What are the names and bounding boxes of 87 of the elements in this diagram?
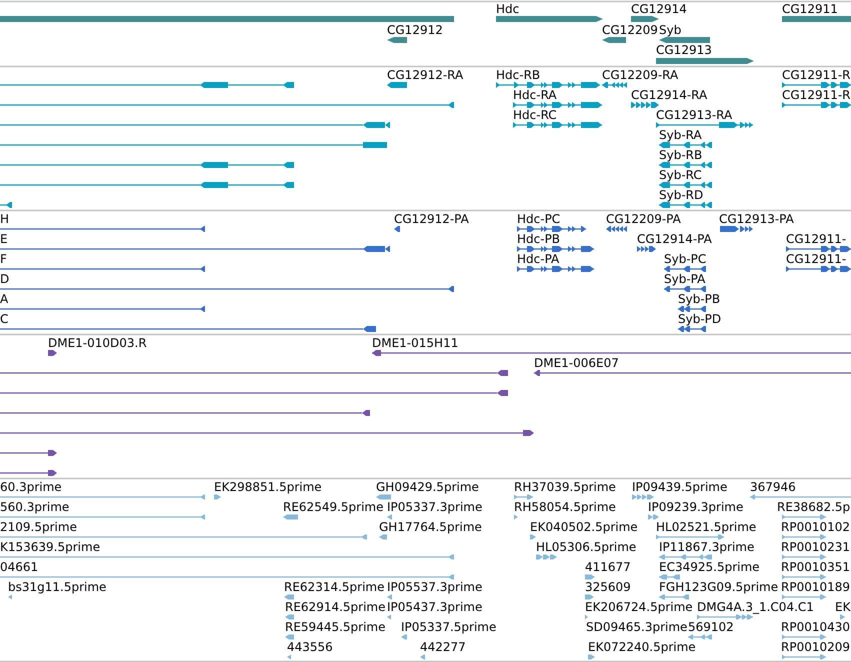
feature-label: DME1-006E07 <box>534 356 619 370</box>
feature-label: GH17764.5prime <box>379 520 482 534</box>
feature-label: RH37039.5prime <box>514 480 616 494</box>
feature-label: RP0010351 <box>781 560 850 574</box>
feature-label: Syb-RA <box>659 128 702 142</box>
feature-label: Syb-PC <box>664 252 706 266</box>
feature-label: F <box>0 252 7 266</box>
feature-label: IP05337.5prime <box>401 620 496 634</box>
feature-label: Syb-PA <box>664 272 706 286</box>
feature-label: HL02521.5prime <box>656 520 756 534</box>
feature-label: Syb-PD <box>678 312 722 326</box>
feature-label: Syb-RD <box>659 188 704 202</box>
feature-label: SD09465.3prime <box>586 620 688 634</box>
feature-label: RP0010102 <box>781 520 850 534</box>
feature-label: CG12911-R <box>782 68 851 82</box>
feature-label: RE62914.5prime <box>285 600 386 614</box>
feature-label: D <box>0 272 10 286</box>
feature-label: RE59445.5prime <box>285 620 386 634</box>
feature-label: CG12913-RA <box>656 108 732 122</box>
feature-label: IP09439.5prime <box>632 480 728 494</box>
feature-label: Hdc-PB <box>517 232 560 246</box>
feature-label: K153639.5prime <box>0 540 100 554</box>
feature-label: DME1-010D03.R <box>48 336 147 350</box>
feature-label: Hdc-RB <box>496 68 540 82</box>
feature-label: CG12209-PA <box>606 212 681 226</box>
feature-label: CG12914-PA <box>637 232 712 246</box>
feature-label: IP09239.3prime <box>648 500 744 514</box>
feature-label: RE62549.5prime <box>283 500 384 514</box>
feature-label: 560.3prime <box>0 500 70 514</box>
feature-label: EK298851.5prime <box>214 480 322 494</box>
feature-label: EC34925.5prime <box>659 560 760 574</box>
feature-label: 04661 <box>0 560 38 574</box>
feature-label: IP11867.3prime <box>659 540 754 554</box>
feature-label: CG12914 <box>631 2 687 16</box>
feature-label: CG12911- <box>786 232 846 246</box>
feature-label: CG12911-R <box>782 88 851 102</box>
feature-label: DMG4A.3_1.C04.C1 <box>697 600 814 614</box>
feature-label: Hdc <box>496 2 520 16</box>
feature-label: CG12914-RA <box>631 88 708 102</box>
feature-label: Syb-RC <box>659 168 702 182</box>
feature-label: E <box>0 232 8 246</box>
feature-label: Hdc-RC <box>513 108 557 122</box>
feature-label: Hdc-PA <box>517 252 560 266</box>
feature-label: Hdc-PC <box>517 212 560 226</box>
feature-label: RP0010430 <box>781 620 850 634</box>
feature-label: CG12912-PA <box>394 212 469 226</box>
feature-label: 411677 <box>585 560 631 574</box>
feature-label: CG12912 <box>387 23 443 37</box>
feature-label: RP0010209 <box>781 640 850 654</box>
feature-label: RP0010231 <box>781 540 850 554</box>
feature-label: CG12209 <box>602 23 658 37</box>
feature-label: Syb <box>659 23 682 37</box>
feature-label: Syb-RB <box>659 148 702 162</box>
feature-label: 2109.5prime <box>0 520 77 534</box>
feature-label: IP05337.3prime <box>387 500 482 514</box>
feature-label: RE62314.5prime <box>284 580 384 594</box>
feature-label: Syb-PB <box>678 292 720 306</box>
feature-label: RE38682.5p <box>777 500 850 514</box>
feature-label: FGH123G09.5prime <box>659 580 778 594</box>
feature-label: GH09429.5prime <box>376 480 479 494</box>
feature-label: EK206724.5prime <box>585 600 693 614</box>
feature-label: HL05306.5prime <box>536 540 636 554</box>
feature-label: CG12209-RA <box>602 68 678 82</box>
feature-label: 367946 <box>750 480 796 494</box>
feature-label: H <box>0 212 10 226</box>
feature-label: EK072240.5prime <box>588 640 696 654</box>
feature-label: CG12913 <box>656 43 712 57</box>
feature-label: IP05537.3prime <box>387 580 482 594</box>
feature-label: EK <box>835 600 850 614</box>
feature-label: 325609 <box>585 580 631 594</box>
feature-label: CG12911- <box>786 252 846 266</box>
feature-label: DME1-015H11 <box>372 336 458 350</box>
feature-label: CG12911 <box>782 2 838 16</box>
feature-label: 60.3prime <box>0 480 62 494</box>
feature-label: RP0010189 <box>781 580 850 594</box>
feature-label: CG12913-PA <box>719 212 794 226</box>
feature-label: IP05437.3prime <box>387 600 482 614</box>
feature-label: 442277 <box>420 640 466 654</box>
feature-label: A <box>0 292 8 306</box>
feature-label: bs31g11.5prime <box>8 580 106 594</box>
feature-label: EK040502.5prime <box>530 520 638 534</box>
feature-label: 443556 <box>287 640 333 654</box>
feature-label: Hdc-RA <box>513 88 557 102</box>
feature-label: 569102 <box>688 620 734 634</box>
feature-label: CG12912-RA <box>387 68 464 82</box>
feature-label: RH58054.5prime <box>514 500 616 514</box>
feature-label: C <box>0 312 8 326</box>
